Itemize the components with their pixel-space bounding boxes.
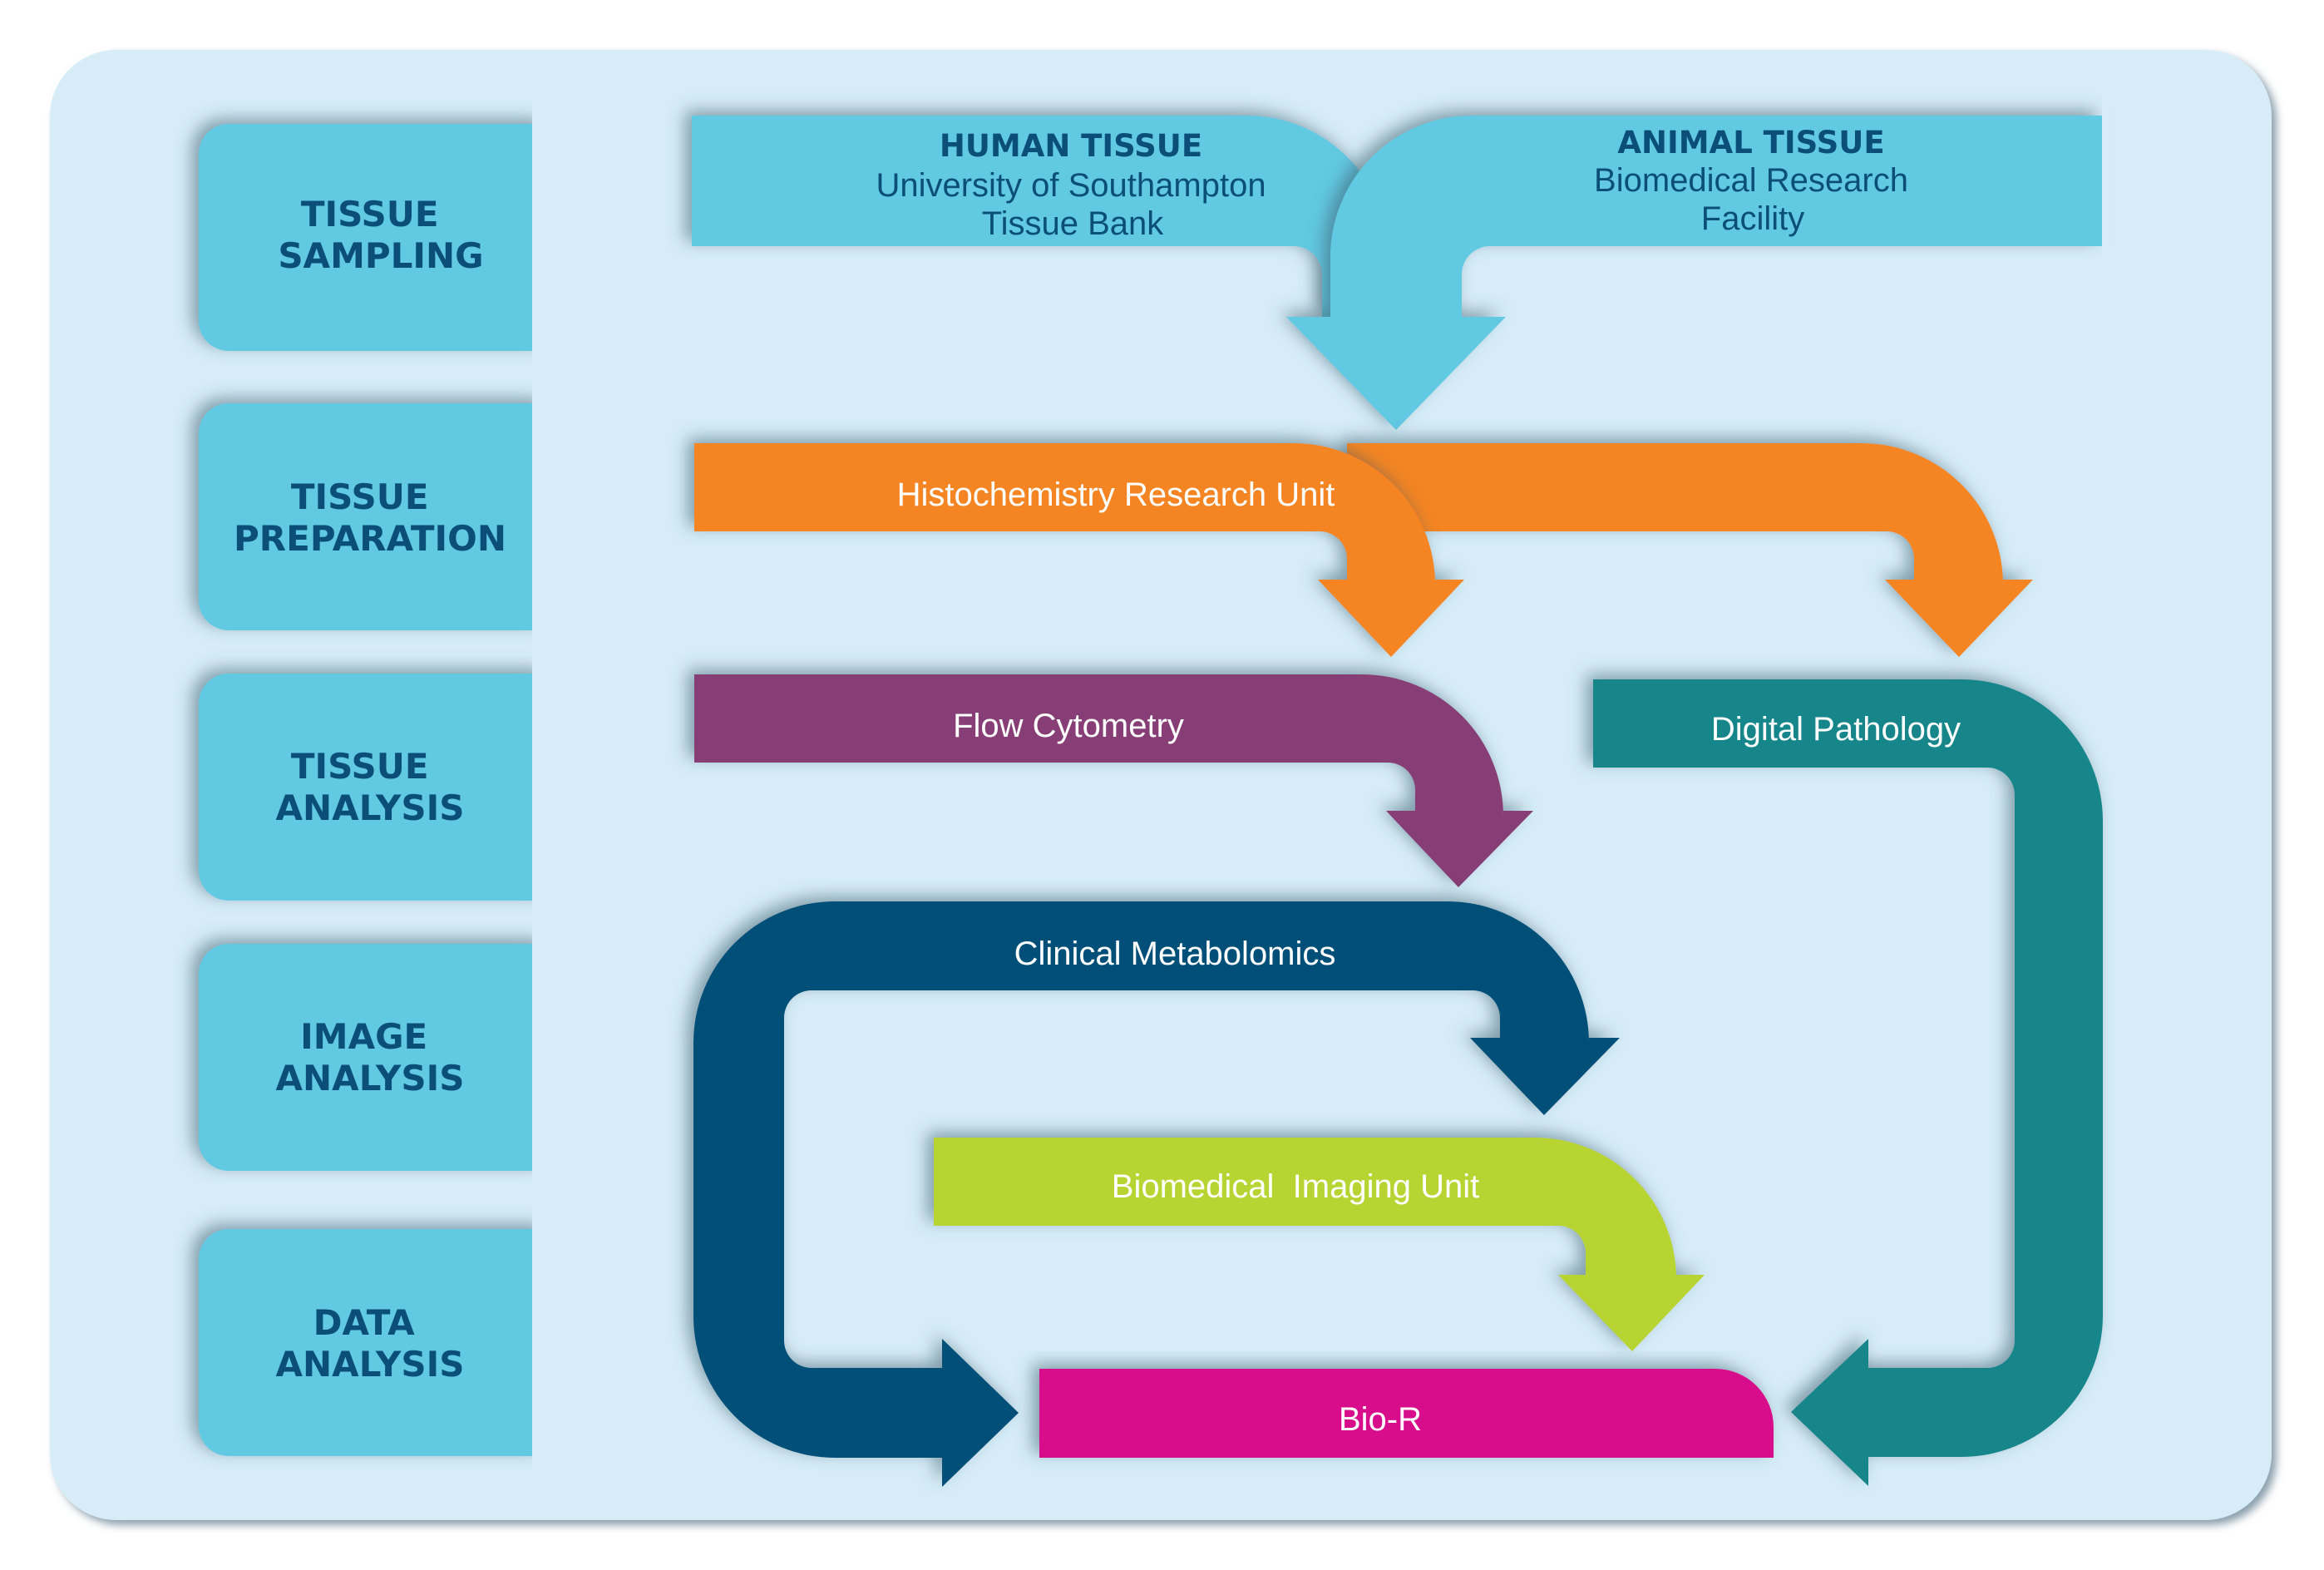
biomedical-imaging-label: Biomedical Imaging Unit xyxy=(1112,1168,1479,1205)
histochemistry-left-arrow xyxy=(694,443,1464,657)
human-tissue-arrow xyxy=(692,116,1389,317)
stage-label-tissue-preparation: TISSUE PREPARATION xyxy=(234,476,506,559)
divider-strip xyxy=(532,50,692,1520)
histochemistry-right-arrow xyxy=(1347,443,2033,657)
stage-label-data-analysis: DATA ANALYSIS xyxy=(276,1302,465,1385)
animal-tissue-label: ANIMAL TISSUE Biomedical Research Facili… xyxy=(1594,125,1912,237)
stage-box-data-analysis xyxy=(199,1229,565,1456)
biomedical-imaging-arrow xyxy=(934,1138,1705,1351)
stage-label-image-analysis: IMAGE ANALYSIS xyxy=(276,1016,465,1099)
stage-box-tissue-sampling xyxy=(199,124,565,351)
stage-box-tissue-preparation xyxy=(199,403,565,630)
bio-r-bar xyxy=(1039,1369,1774,1458)
animal-tissue-arrow xyxy=(1286,116,2102,430)
clinical-metabolomics-arrow xyxy=(693,901,1620,1487)
stage-column xyxy=(199,124,565,1456)
stage-box-tissue-analysis xyxy=(199,674,565,901)
flow-cytometry-label: Flow Cytometry xyxy=(953,708,1184,744)
histochemistry-label: Histochemistry Research Unit xyxy=(897,476,1335,513)
right-strip xyxy=(2102,83,2112,291)
human-tissue-label: HUMAN TISSUE University of Southampton T… xyxy=(876,128,1269,242)
digital-pathology-label: Digital Pathology xyxy=(1711,711,1961,748)
bio-r-label: Bio-R xyxy=(1339,1401,1422,1438)
flow-cytometry-arrow xyxy=(694,674,1533,887)
stage-label-tissue-analysis: TISSUE ANALYSIS xyxy=(276,746,465,828)
stage-label-tissue-sampling: TISSUE SAMPLING xyxy=(278,194,483,276)
stage-box-image-analysis xyxy=(199,944,565,1171)
digital-pathology-arrow xyxy=(1593,679,2103,1486)
clinical-metabolomics-label: Clinical Metabolomics xyxy=(1014,936,1336,972)
